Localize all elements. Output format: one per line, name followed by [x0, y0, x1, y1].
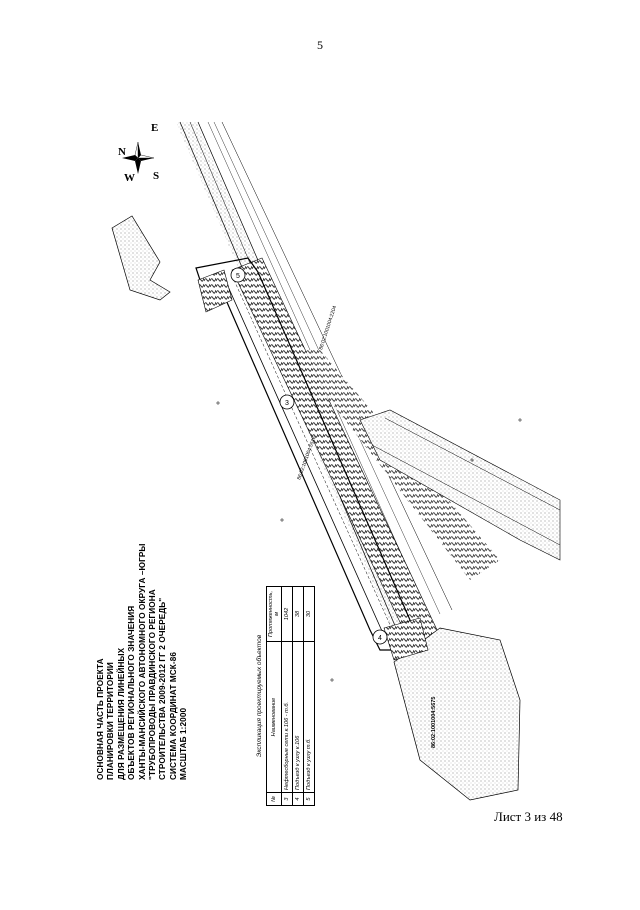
row-length: 30 — [303, 586, 315, 642]
compass-s: S — [153, 170, 160, 182]
marker-3[interactable]: 3 — [279, 394, 295, 410]
row-name: Нефтесборные сети к.106 - т.б. — [281, 641, 293, 793]
row-length: 38 — [292, 586, 304, 642]
node-4-area — [383, 617, 429, 661]
title-line: СИСТЕМА КООРДИНАТ МСК-86 — [168, 651, 178, 780]
legend: Экспликация проектируемых объектов № Наи… — [256, 586, 315, 806]
marker-5[interactable]: 5 — [230, 267, 246, 283]
legend-header-num: № — [266, 792, 282, 806]
compass-w: W — [124, 172, 135, 184]
title-line: ОБЪЕКТОВ РЕГИОНАЛЬНОГО ЗНАЧЕНИЯ — [127, 605, 137, 780]
title-line: ДЛЯ РАЗМЕЩЕНИЯ ЛИНЕЙНЫХ — [116, 647, 126, 780]
lower-plot — [393, 627, 521, 801]
svg-text:4: 4 — [378, 635, 382, 642]
compass-e: E — [151, 122, 159, 134]
row-name: Подъезд к узлу к.106 — [292, 641, 304, 793]
compass-n: N — [118, 146, 126, 158]
node-5-area — [197, 269, 233, 313]
page-number: 5 — [317, 38, 323, 52]
legend-header-row: № Наименование Протяженность, м — [266, 586, 282, 806]
title-line: ОСНОВНАЯ ЧАСТЬ ПРОЕКТА — [96, 658, 105, 780]
table-row: 4 Подъезд к узлу к.106 38 — [292, 586, 304, 806]
svg-text:3: 3 — [285, 400, 289, 407]
legend-caption: Экспликация проектируемых объектов — [256, 634, 263, 758]
svg-text:5: 5 — [236, 273, 240, 280]
marker-4[interactable]: 4 — [372, 629, 388, 645]
table-row: 5 Подъезд к узлу т.б. 30 — [303, 586, 315, 806]
title-block: ОСНОВНАЯ ЧАСТЬ ПРОЕКТА ПЛАНИРОВКИ ТЕРРИТ… — [96, 544, 190, 781]
row-length: 1042 — [281, 586, 293, 642]
table-row: 3 Нефтесборные сети к.106 - т.б. 1042 — [281, 586, 293, 806]
row-name: Подъезд к узлу т.б. — [303, 641, 315, 793]
cadastral-label-2: 86:02:1001004:5675 — [431, 697, 437, 748]
cadastral-label-1: 86:02:1001004:2204 — [318, 305, 338, 351]
title-line: "ТРУБОПРОВОДЫ ПРАВДИНСКОГО РЕГИОНА — [148, 589, 158, 780]
title-line: СТРОИТЕЛЬСТВА 2009-2012 ГГ 2 ОЧЕРЕДЬ" — [158, 597, 168, 780]
row-num: 4 — [292, 792, 304, 806]
row-num: 5 — [303, 792, 315, 806]
sheet-label: Лист 3 из 48 — [494, 809, 563, 824]
legend-table: № Наименование Протяженность, м 3 Нефтес… — [266, 586, 315, 806]
title-line: ХАНТЫ-МАНСИЙСКОГО АВТОНОМНОГО ОКРУГА –ЮГ… — [137, 543, 147, 781]
legend-header-name: Наименование — [266, 641, 282, 793]
upper-plot — [111, 215, 171, 301]
row-num: 3 — [281, 792, 293, 806]
survey-marks — [216, 401, 522, 682]
compass-rose — [122, 141, 155, 174]
title-line: МАСШТАБ 1:2000 — [179, 707, 189, 780]
title-line: ПЛАНИРОВКИ ТЕРРИТОРИИ — [106, 662, 116, 780]
legend-header-length: Протяженность, м — [266, 586, 282, 642]
side-road — [359, 409, 561, 561]
